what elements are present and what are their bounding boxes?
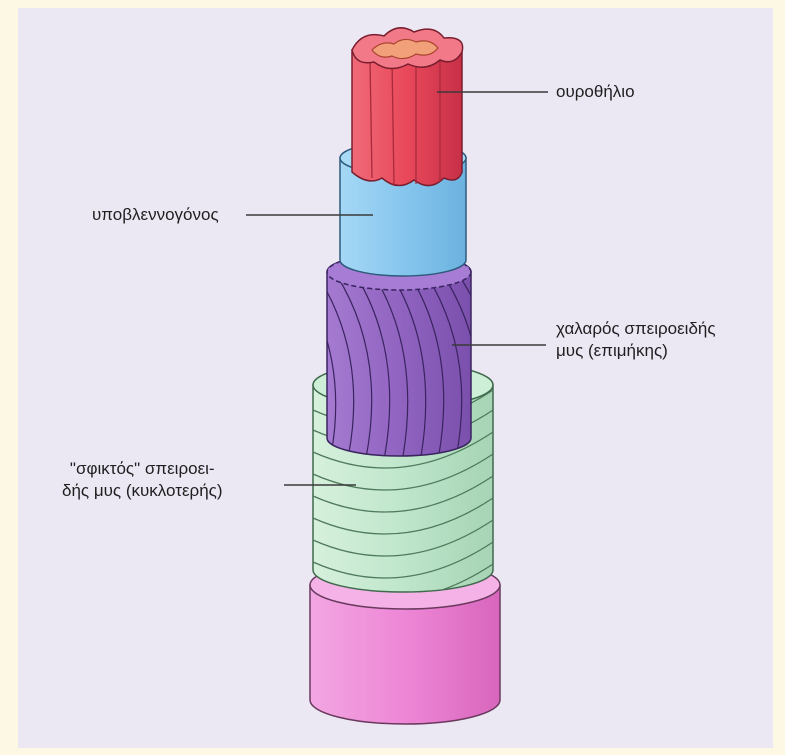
label-tight-muscle: "σφικτός" σπειροει- δής μυς (κυκλοτερής) xyxy=(62,458,223,502)
urothelium-layer xyxy=(352,28,463,186)
label-urothelium: ουροθήλιο xyxy=(556,81,635,103)
label-submucosa: υποβλεννογόνος xyxy=(92,204,219,226)
label-loose-muscle: χαλαρός σπειροειδής μυς (επιμήκης) xyxy=(556,318,716,362)
loose-muscle-layer xyxy=(300,254,498,462)
